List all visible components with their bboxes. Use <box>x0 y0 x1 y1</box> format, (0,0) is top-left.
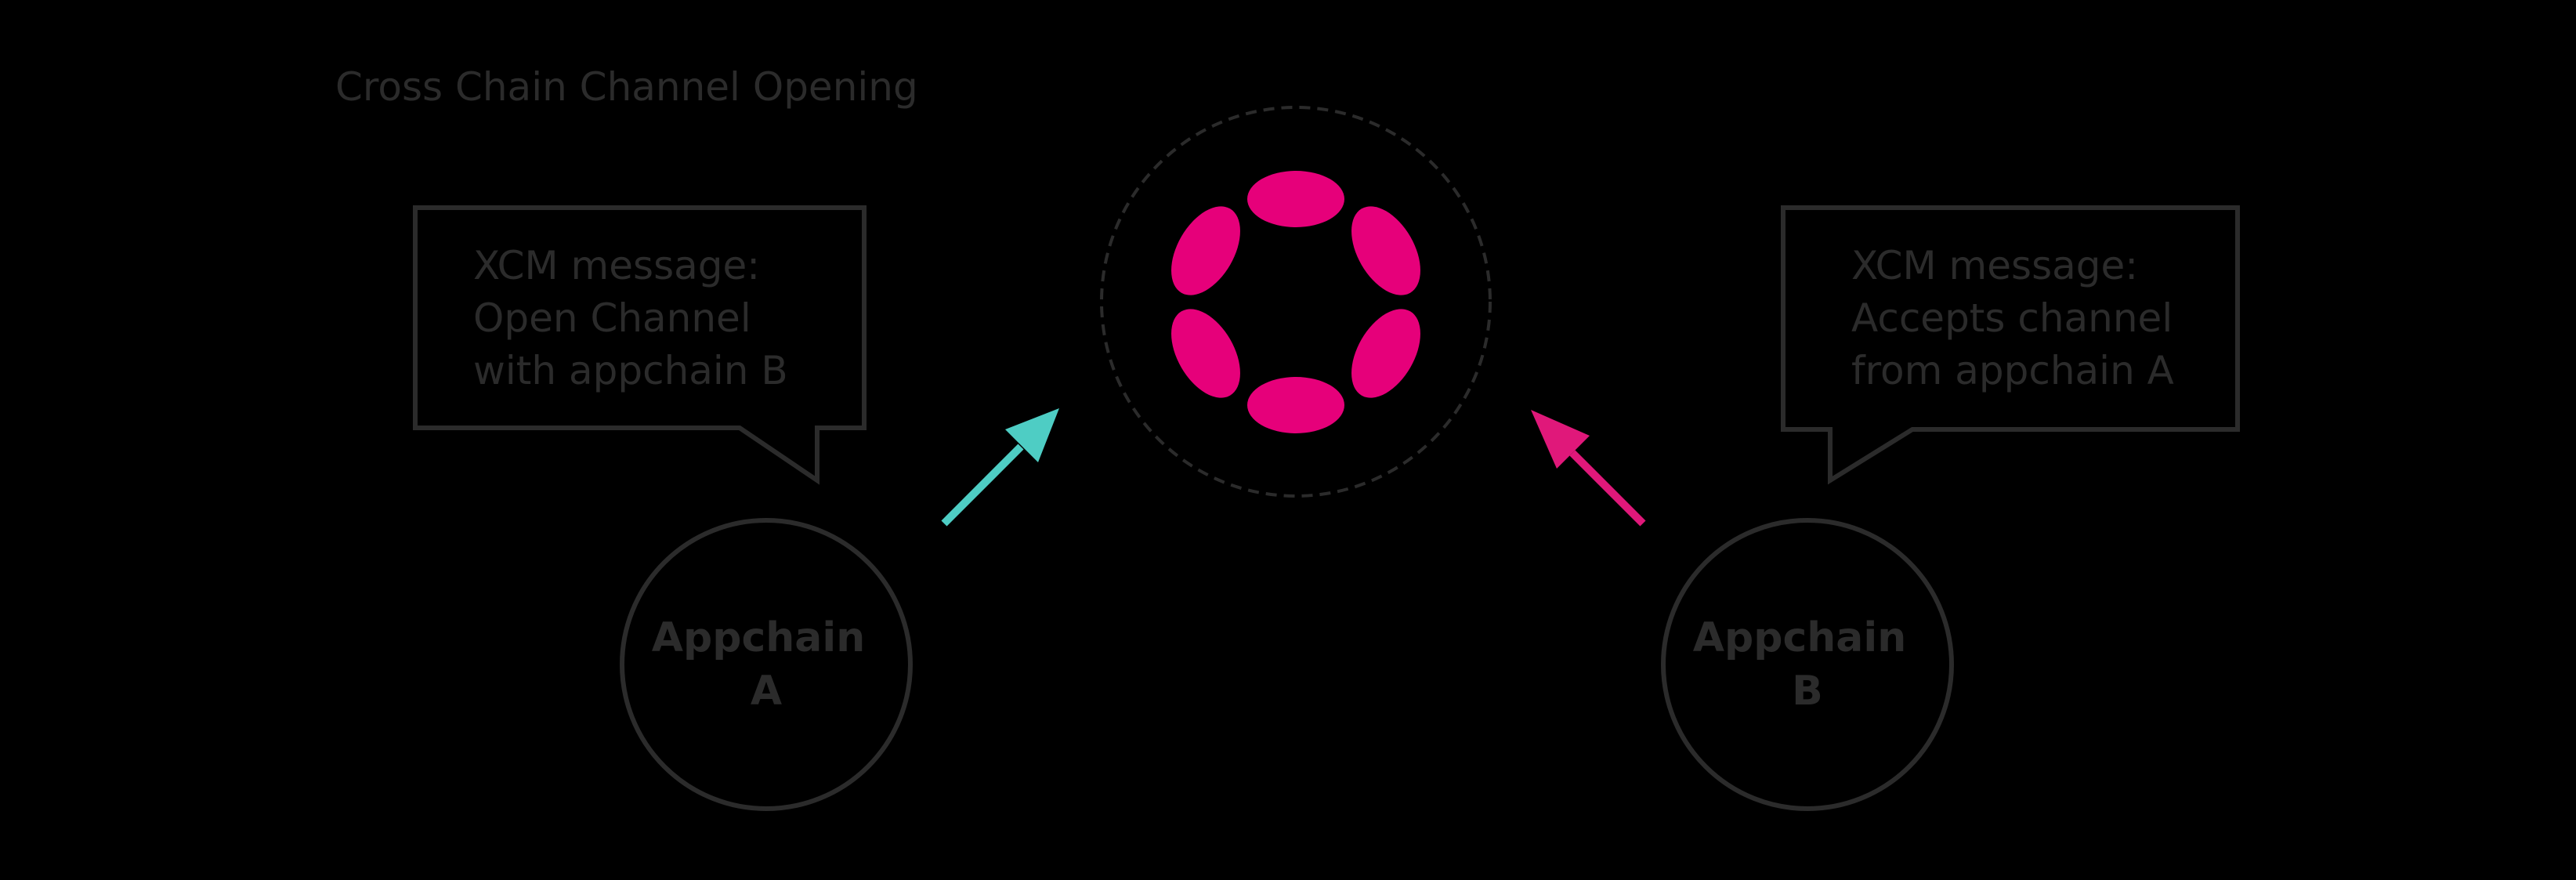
appchain-b-label-line-2: B <box>1792 668 1823 715</box>
relay-chain-boundary <box>1100 106 1492 498</box>
appchain-b-circle <box>1661 518 1954 811</box>
arrow-b-head <box>1531 410 1590 469</box>
arrow-b-shaft <box>1569 450 1646 527</box>
appchain-a-label-line-2: A <box>751 668 782 715</box>
diagram-title: Cross Chain Channel Opening <box>335 64 918 110</box>
appchain-b-node: Appchain B <box>1661 518 1954 811</box>
appchain-a-label-line-1: Appchain <box>652 614 865 661</box>
polkadot-dot-upper-left <box>1171 206 1240 295</box>
polkadot-dot-lower-left <box>1171 309 1240 398</box>
arrow-a-shaft <box>941 444 1024 527</box>
speech-bubble-right-outline <box>1781 205 2240 485</box>
speech-bubble-left-outline <box>413 205 867 485</box>
polkadot-dot-top <box>1247 171 1344 227</box>
bubble-left-line-2: Open Channel <box>473 295 751 341</box>
polkadot-dot-upper-right <box>1351 206 1420 295</box>
appchain-a-circle <box>620 518 913 811</box>
polkadot-dot-bottom <box>1247 377 1344 433</box>
relay-chain-hub <box>1100 106 1492 498</box>
arrow-a-to-relay <box>941 408 1059 527</box>
speech-bubble-right: XCM message: Accepts channel from appcha… <box>1781 205 2240 485</box>
bubble-right-line-2: Accepts channel <box>1851 295 2173 341</box>
appchain-b-label-line-1: Appchain <box>1693 614 1906 661</box>
polkadot-dot-lower-right <box>1351 309 1420 398</box>
polkadot-relay-chain-icon <box>1171 171 1420 433</box>
bubble-right-line-1: XCM message: <box>1851 243 2138 288</box>
bubble-left-line-1: XCM message: <box>473 243 760 288</box>
arrow-b-to-relay <box>1531 410 1646 527</box>
arrow-a-head <box>1005 408 1059 462</box>
appchain-a-node: Appchain A <box>620 518 913 811</box>
bubble-left-line-3: with appchain B <box>473 348 788 393</box>
speech-bubble-left: XCM message: Open Channel with appchain … <box>413 205 867 485</box>
bubble-right-line-3: from appchain A <box>1851 348 2174 393</box>
